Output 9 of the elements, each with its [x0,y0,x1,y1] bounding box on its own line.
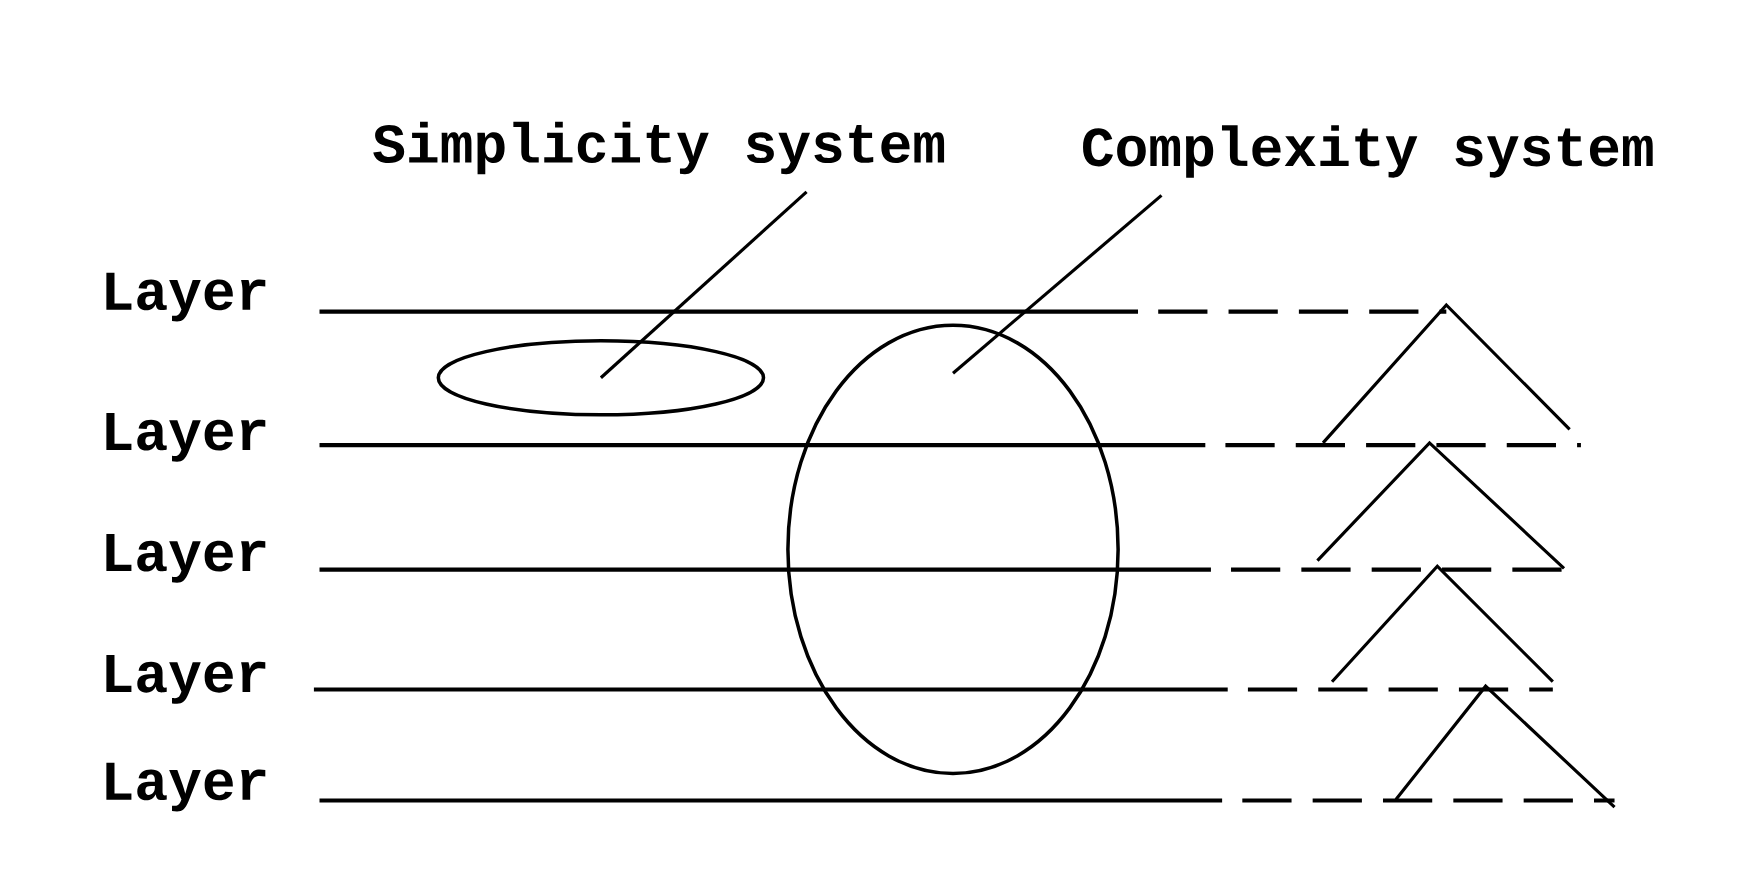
system-heading: Simplicity system [373,121,945,175]
layer-label: Layer [106,762,266,812]
layer-label: Layer [106,272,266,322]
layer-label: Layer [106,655,266,704]
system-heading: Complexity system [1083,125,1653,178]
layer-label: Layer [106,412,266,462]
system-ellipse [786,323,1120,776]
layer-label: Layer [106,533,266,583]
system-ellipse [436,339,766,417]
